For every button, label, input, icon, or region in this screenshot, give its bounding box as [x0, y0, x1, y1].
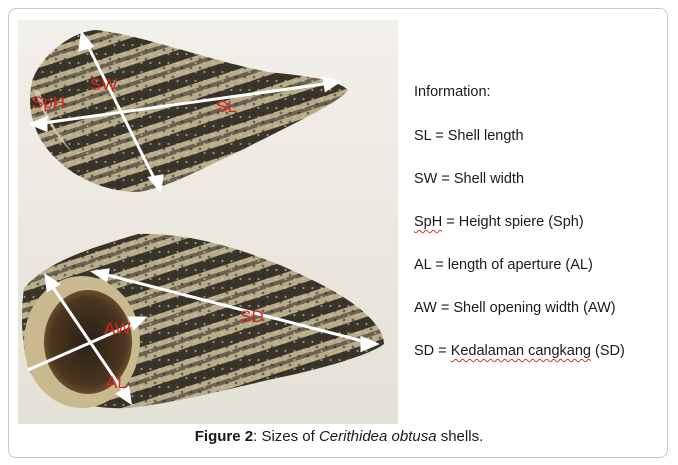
figure-caption: Figure 2: Sizes of Cerithidea obtusa she…: [0, 428, 678, 445]
label-sw: SW: [90, 75, 117, 94]
label-aw: AW: [104, 319, 131, 338]
information-title: Information:: [414, 82, 625, 126]
label-sl: SL: [216, 97, 237, 116]
legend-item-sl: SL = Shell length: [414, 126, 625, 169]
shell-photo: SpH SW SL AW SD AL: [18, 20, 398, 424]
label-sph: SpH: [32, 93, 65, 112]
information-legend: Information: SL = Shell length SW = Shel…: [414, 82, 625, 384]
figure-panel: SpH SW SL AW SD AL Information: SL = She…: [18, 20, 655, 424]
legend-item-aw: AW = Shell opening width (AW): [414, 298, 625, 341]
legend-item-al: AL = length of aperture (AL): [414, 255, 625, 298]
caption-species: Cerithidea obtusa: [319, 428, 437, 445]
legend-item-sw: SW = Shell width: [414, 169, 625, 212]
label-al: AL: [106, 373, 127, 392]
label-sd: SD: [240, 307, 264, 326]
legend-item-sph: SpH = Height spiere (Sph): [414, 212, 625, 255]
caption-label: Figure 2: [195, 428, 253, 445]
legend-item-sd: SD = Kedalaman cangkang (SD): [414, 341, 625, 384]
